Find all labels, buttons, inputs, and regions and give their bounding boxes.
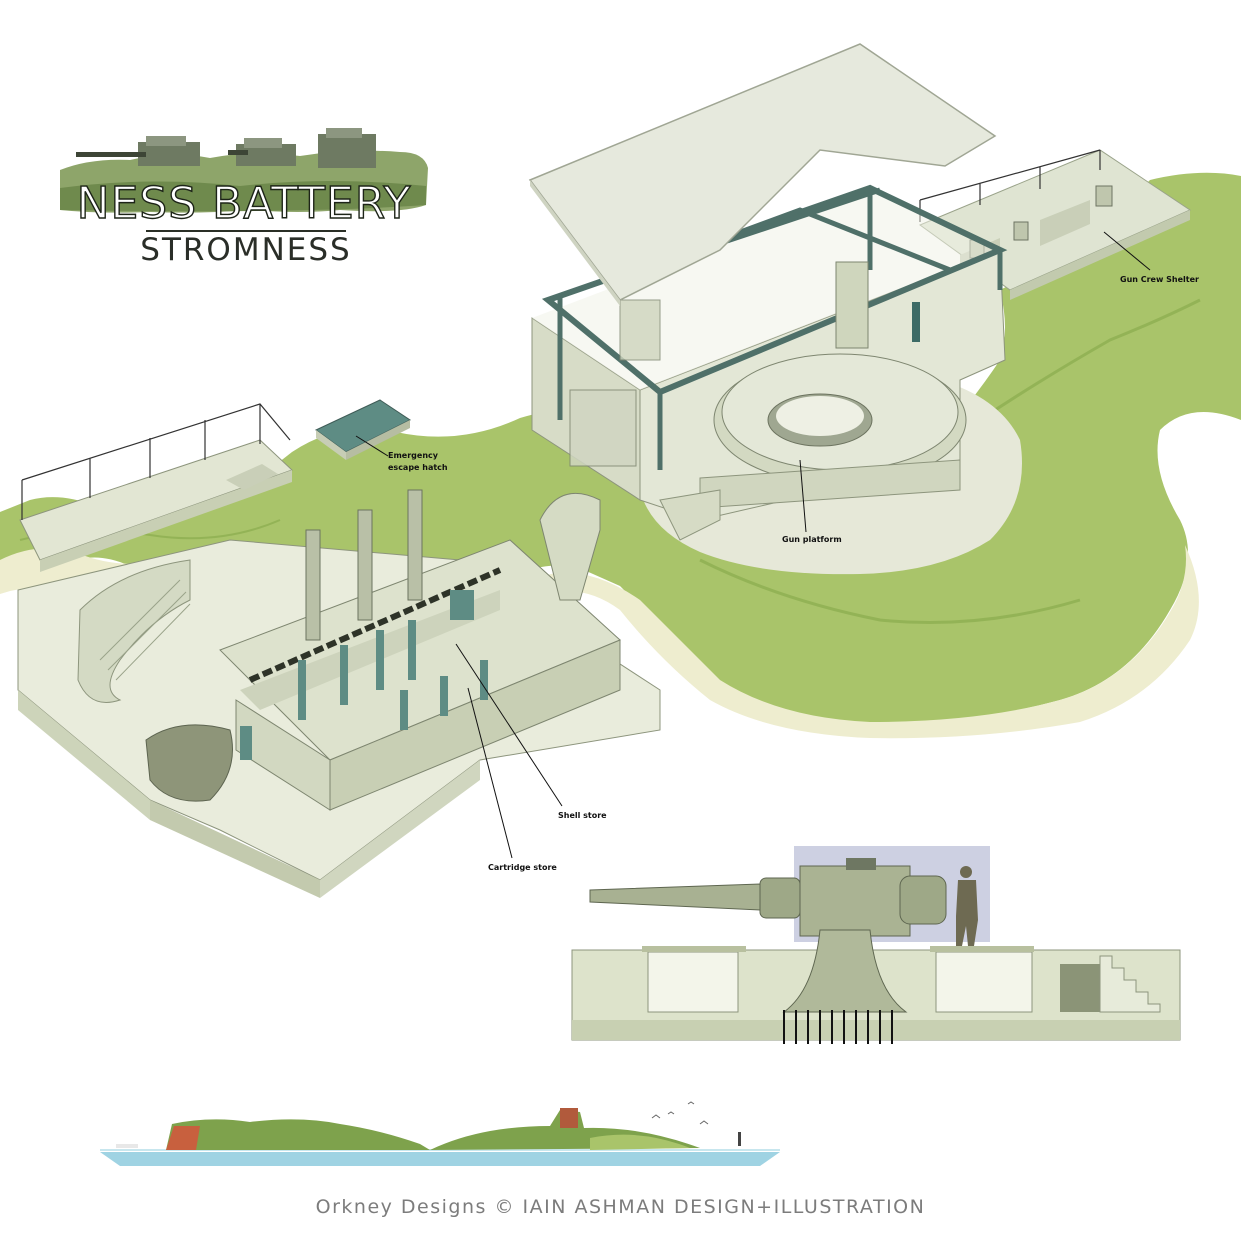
roof-slab [528,43,997,301]
title-main: NESS BATTERY [76,177,412,229]
annotation-labels: Gun Crew Shelter Emergency escape hatch … [388,275,1199,872]
label-cartridge-store: Cartridge store [488,863,557,872]
label-gun-crew-shelter: Gun Crew Shelter [1120,275,1199,284]
title-emblem [60,128,428,213]
gun-house [531,184,1008,541]
orkney-skyline [100,1101,780,1166]
title-subtitle: STROMNESS [140,232,352,268]
label-gun-platform: Gun platform [782,535,842,544]
footer-credit: Orkney Designs © IAIN ASHMAN DESIGN+ILLU… [315,1196,926,1218]
magazine-block [17,489,661,898]
label-shell-store: Shell store [558,811,607,820]
gun-elevation [571,846,1181,1044]
title-divider [146,230,346,232]
soldier-figure [956,866,978,946]
label-emergency-hatch-line2: escape hatch [388,463,448,472]
leader-lines [355,231,1151,859]
emergency-escape-hatch [315,399,411,460]
entrance-walkway [19,403,293,572]
label-emergency-hatch-line1: Emergency [388,451,439,460]
